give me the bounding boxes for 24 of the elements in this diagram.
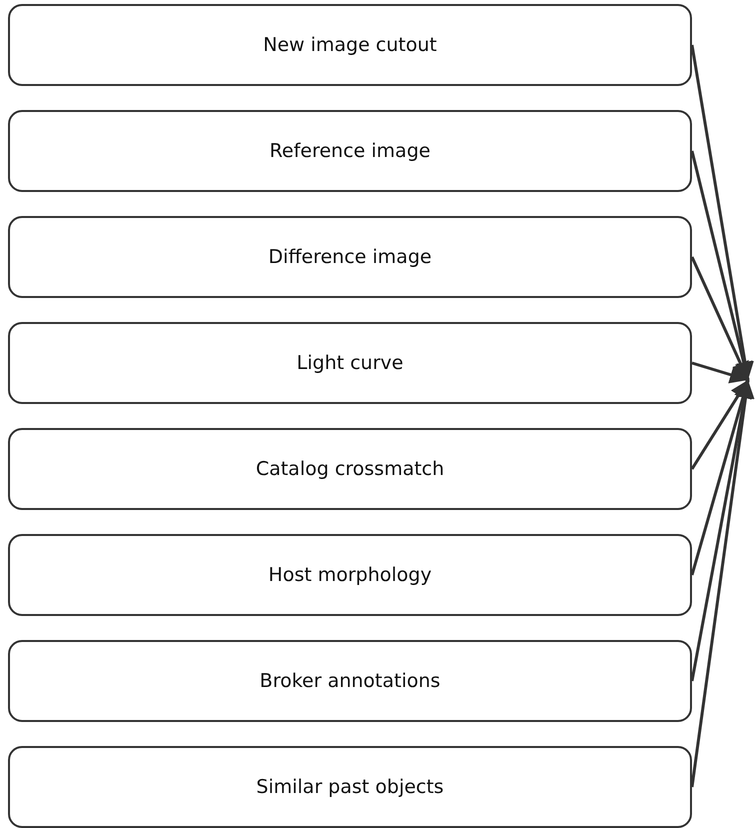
box-label: New image cutout [263,34,437,56]
arrow [690,44,754,380]
rounded-box [8,4,692,86]
rounded-box [8,216,692,298]
rounded-box [8,322,692,404]
arrow [690,256,750,381]
rounded-box [8,428,692,510]
rounded-box [8,746,692,828]
box-label: Reference image [270,140,430,162]
box-label: Light curve [296,352,404,374]
arrow [690,379,750,470]
rounded-box [8,534,692,616]
arrow [690,380,752,576]
box-label: Host morphology [268,564,432,586]
rounded-box [8,640,692,722]
box-label: Catalog crossmatch [256,458,444,480]
arrow [690,150,752,380]
box-label: Difference image [268,246,432,268]
arrow [690,380,754,682]
arrow [692,362,748,384]
rounded-box [8,110,692,192]
arrow [690,380,754,788]
box-label: Similar past objects [256,776,444,798]
box-label: Broker annotations [260,670,440,692]
